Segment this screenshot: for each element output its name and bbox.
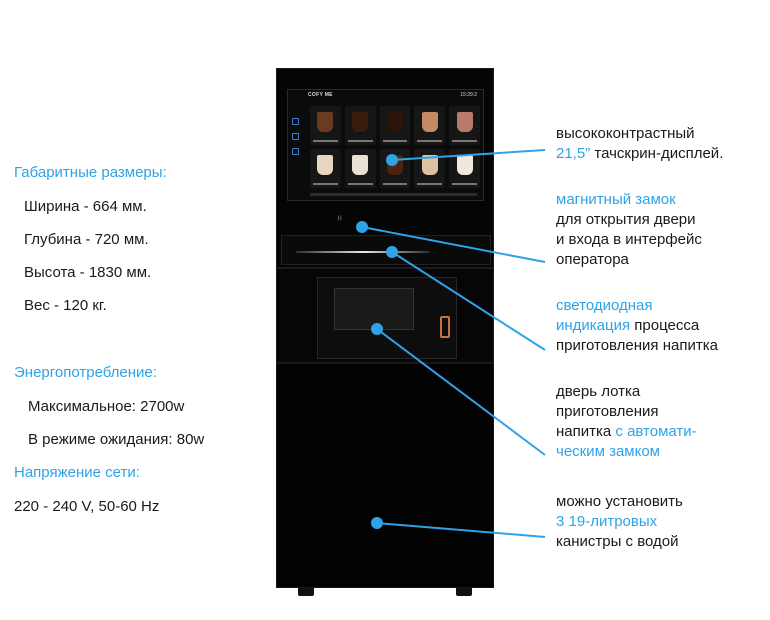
power-heading: Энергопотребление: bbox=[14, 364, 157, 381]
callout-canisters-line2: 3 19-литровых bbox=[556, 513, 658, 530]
callout-led: светодиодная индикация процесса приготов… bbox=[556, 296, 766, 356]
screen-clock: 15:29:2 bbox=[460, 92, 477, 98]
drink-label bbox=[382, 140, 408, 142]
spec-depth: Глубина - 720 мм. bbox=[24, 231, 149, 248]
drink-tile[interactable] bbox=[449, 149, 480, 188]
side-icon[interactable] bbox=[292, 133, 299, 140]
callout-led-process: процесса bbox=[630, 317, 700, 334]
foot-right bbox=[456, 588, 472, 596]
spec-power-max: Максимальное: 2700w bbox=[28, 398, 185, 415]
dispense-nozzle bbox=[334, 288, 414, 330]
callout-display-size: 21,5” bbox=[556, 145, 591, 162]
screen-header: COFY ME 15:29:2 bbox=[288, 90, 483, 100]
dimensions-heading: Габаритные размеры: bbox=[14, 164, 167, 181]
callout-door-line4: ческим замком bbox=[556, 443, 660, 460]
drink-tile[interactable] bbox=[449, 106, 480, 145]
callout-door-drink: напитка bbox=[556, 423, 616, 440]
drink-label bbox=[347, 140, 373, 142]
callout-door-line1: дверь лотка bbox=[556, 383, 641, 400]
drink-label bbox=[452, 183, 477, 185]
screen-footer bbox=[310, 193, 477, 196]
lower-cabinet[interactable] bbox=[276, 363, 494, 588]
drink-label bbox=[382, 183, 408, 185]
touchscreen-display[interactable]: COFY ME 15:29:2 bbox=[287, 89, 484, 201]
drink-cup-icon bbox=[386, 112, 403, 132]
led-indicator-bar bbox=[281, 235, 491, 265]
drink-cup-icon bbox=[421, 112, 438, 132]
machine-upper-panel: COFY ME 15:29:2 ⁾⁾ bbox=[276, 68, 494, 268]
callout-display-line2: 21,5” тачскрин-дисплей. bbox=[556, 144, 766, 164]
drink-label bbox=[313, 140, 338, 142]
drink-tile[interactable] bbox=[414, 149, 446, 188]
dispense-bay-door[interactable] bbox=[317, 277, 457, 359]
drink-label bbox=[313, 183, 338, 185]
nfc-reader-icon[interactable]: ⁾⁾ bbox=[337, 215, 342, 226]
callout-lock-line1: магнитный замок bbox=[556, 191, 676, 208]
side-icon[interactable] bbox=[292, 118, 299, 125]
callout-lock-line2: для открытия двери bbox=[556, 211, 696, 228]
drink-grid bbox=[310, 106, 480, 188]
drink-label bbox=[347, 183, 373, 185]
spec-height: Высота - 1830 мм. bbox=[24, 264, 152, 281]
callout-lock-line3: и входа в интерфейс bbox=[556, 231, 702, 248]
callout-door-line3: напитка с автомати- bbox=[556, 422, 766, 442]
callout-door: дверь лотка приготовления напитка с авто… bbox=[556, 382, 766, 462]
callout-led-line1: светодиодная bbox=[556, 297, 653, 314]
callout-lock-line4: оператора bbox=[556, 251, 629, 268]
drink-cup-icon bbox=[317, 155, 334, 175]
vending-machine: COFY ME 15:29:2 ⁾⁾ bbox=[276, 68, 494, 596]
voltage-heading: Напряжение сети: bbox=[14, 464, 140, 481]
drink-cup-icon bbox=[317, 112, 334, 132]
door-handle[interactable] bbox=[440, 316, 450, 338]
callout-led-indication: индикация bbox=[556, 317, 631, 334]
callout-door-line2: приготовления bbox=[556, 403, 659, 420]
callout-led-line2: индикация процесса bbox=[556, 316, 766, 336]
drink-tile[interactable] bbox=[379, 106, 411, 145]
callout-door-auto: с автомати- bbox=[615, 423, 697, 440]
brand-logo: COFY ME bbox=[308, 92, 333, 98]
drink-cup-icon bbox=[456, 112, 473, 132]
callout-canisters: можно установить 3 19-литровых канистры … bbox=[556, 492, 766, 552]
led-glow bbox=[296, 251, 430, 253]
drink-tile[interactable] bbox=[379, 149, 411, 188]
side-icon[interactable] bbox=[292, 148, 299, 155]
drink-label bbox=[417, 140, 443, 142]
callout-display-type: тачскрин-дисплей. bbox=[590, 145, 724, 162]
drink-tile[interactable] bbox=[414, 106, 446, 145]
machine-feet bbox=[276, 588, 494, 596]
callout-lock: магнитный замок для открытия двери и вхо… bbox=[556, 190, 766, 270]
spec-voltage: 220 - 240 V, 50-60 Hz bbox=[14, 498, 160, 515]
drink-tile[interactable] bbox=[344, 106, 376, 145]
spec-power-standby: В режиме ожидания: 80w bbox=[28, 431, 205, 448]
callout-led-line3: приготовления напитка bbox=[556, 337, 718, 354]
callout-canisters-line1: можно установить bbox=[556, 493, 683, 510]
drink-label bbox=[452, 140, 477, 142]
dispense-section bbox=[276, 268, 494, 363]
drink-tile[interactable] bbox=[344, 149, 376, 188]
drink-label bbox=[417, 183, 443, 185]
callout-display-line1: высококонтрастный bbox=[556, 125, 695, 142]
drink-cup-icon bbox=[352, 112, 369, 132]
drink-cup-icon bbox=[421, 155, 438, 175]
spec-weight: Вес - 120 кг. bbox=[24, 297, 107, 314]
drink-tile[interactable] bbox=[310, 149, 341, 188]
callout-canisters-line3: канистры с водой bbox=[556, 533, 679, 550]
drink-cup-icon bbox=[386, 155, 403, 175]
drink-cup-icon bbox=[352, 155, 369, 175]
spec-width: Ширина - 664 мм. bbox=[24, 198, 147, 215]
drink-cup-icon bbox=[456, 155, 473, 175]
foot-left bbox=[298, 588, 314, 596]
callout-display: высококонтрастный 21,5” тачскрин-дисплей… bbox=[556, 124, 766, 164]
screen-side-icons bbox=[292, 118, 299, 178]
drink-tile[interactable] bbox=[310, 106, 341, 145]
